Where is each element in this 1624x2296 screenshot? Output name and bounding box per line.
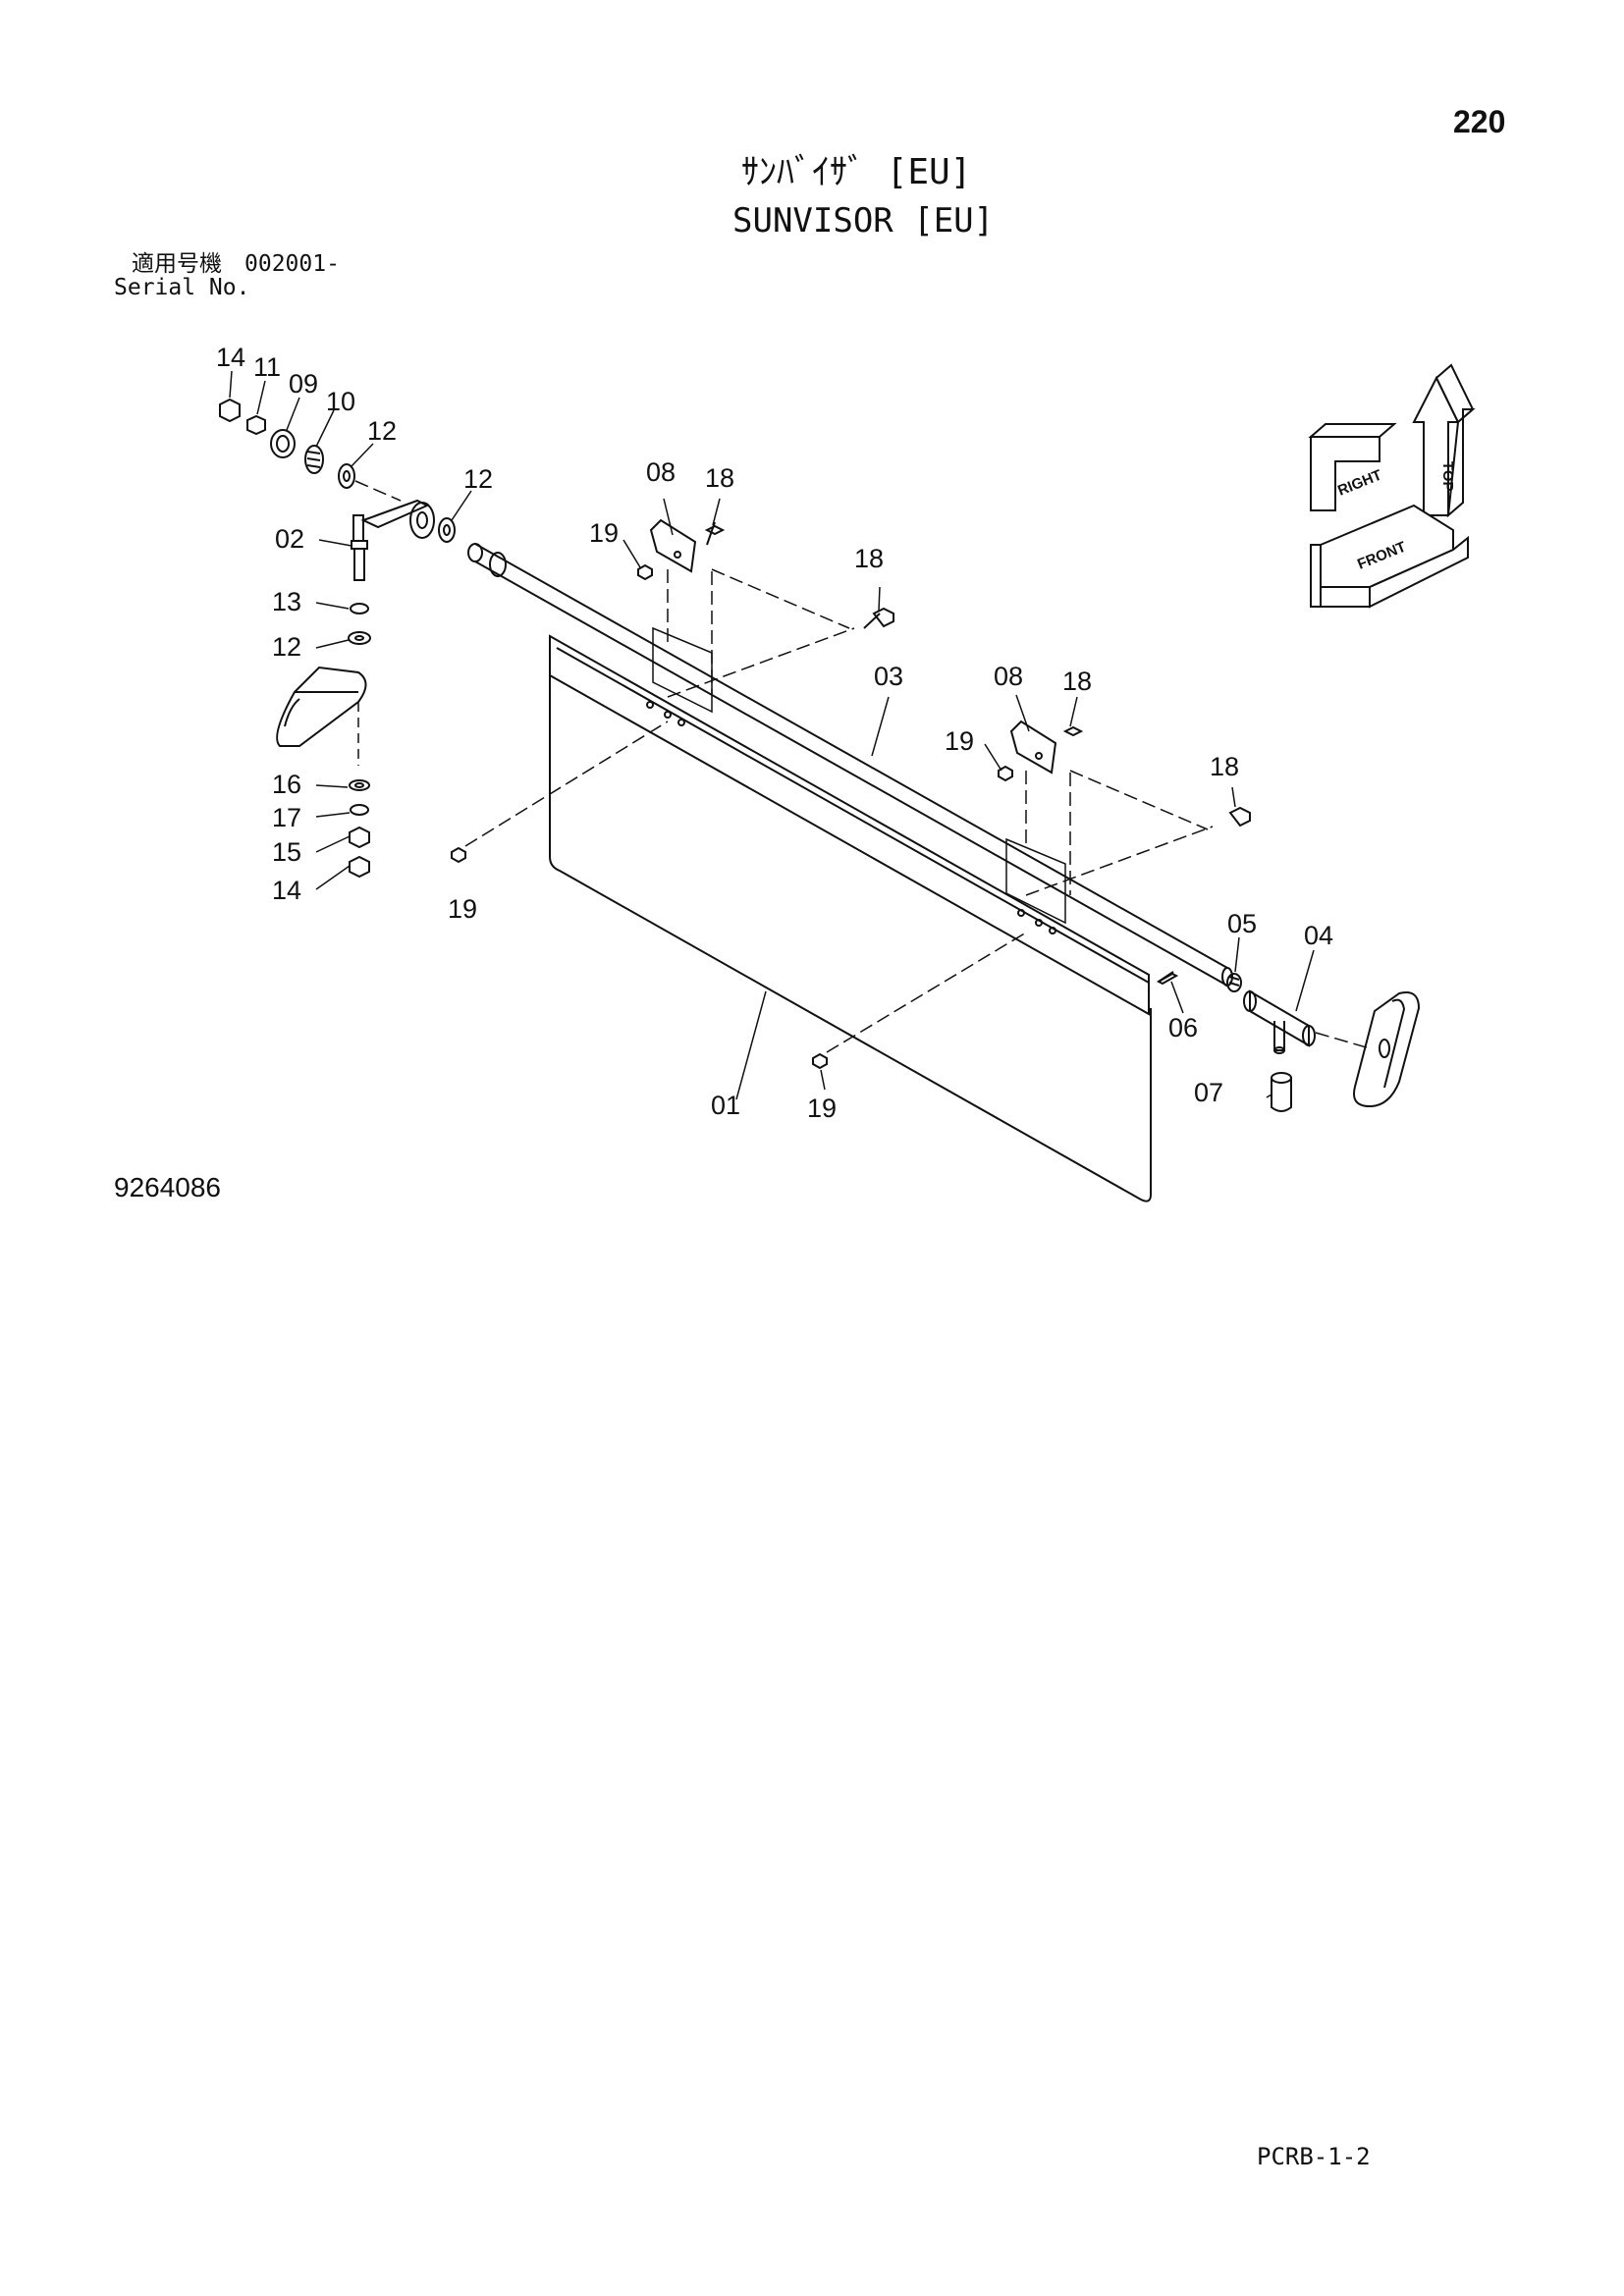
- orientation-indicator: TOP RIGHT FRONT: [1308, 363, 1476, 609]
- callout-19-left-clip: 19: [589, 518, 619, 548]
- callout-04: 04: [1304, 921, 1333, 950]
- support-rod: [467, 543, 1233, 987]
- callout-19-right-clip: 19: [945, 726, 974, 756]
- page-code: PCRB-1-2: [1257, 2143, 1371, 2170]
- callout-12-arm: 12: [463, 464, 493, 494]
- callout-01: 01: [711, 1091, 740, 1120]
- callout-14-top: 14: [216, 343, 245, 372]
- callout-18-left: 18: [705, 463, 734, 493]
- callout-12-top: 12: [367, 416, 397, 446]
- page-number: 220: [1453, 104, 1506, 139]
- callout-02: 02: [275, 524, 304, 554]
- callout-18-mid: 18: [854, 544, 884, 573]
- visor-panel: [549, 634, 1152, 1202]
- right-end-hardware: [1156, 971, 1421, 1112]
- callout-19-right-lower: 19: [807, 1094, 837, 1123]
- callout-18-right: 18: [1062, 667, 1092, 696]
- callout-09: 09: [289, 369, 318, 399]
- clip-bracket-left: [637, 518, 894, 714]
- callout-18-far-right: 18: [1210, 752, 1239, 781]
- orientation-label-right: RIGHT: [1335, 466, 1384, 499]
- callout-19-left-lower: 19: [448, 894, 477, 924]
- callout-15: 15: [272, 837, 301, 867]
- callout-11: 11: [253, 352, 281, 382]
- callout-13: 13: [272, 587, 301, 616]
- clip-bracket-right: [998, 720, 1251, 925]
- left-bracket-assembly: [219, 398, 456, 879]
- callout-08-left: 08: [646, 457, 676, 487]
- callout-07: 07: [1194, 1078, 1223, 1107]
- title-japanese: ｻﾝﾊﾞｲｻﾞ [EU]: [741, 152, 972, 192]
- callout-08-right: 08: [994, 662, 1023, 691]
- callout-10: 10: [326, 387, 355, 416]
- callout-17: 17: [272, 803, 301, 832]
- callout-14-bottom: 14: [272, 876, 301, 905]
- callout-05: 05: [1227, 909, 1257, 938]
- orientation-label-top: TOP: [1439, 461, 1456, 492]
- callout-leaders: [229, 370, 1315, 1100]
- serial-label-japanese: 適用号機 002001-: [132, 251, 340, 277]
- callout-16: 16: [272, 770, 301, 799]
- title-english: SUNVISOR [EU]: [732, 201, 995, 240]
- callout-03: 03: [874, 662, 903, 691]
- callout-06: 06: [1168, 1013, 1198, 1042]
- callout-12-lower: 12: [272, 632, 301, 662]
- drawing-number: 9264086: [114, 1172, 222, 1202]
- serial-label-english: Serial No.: [114, 275, 250, 300]
